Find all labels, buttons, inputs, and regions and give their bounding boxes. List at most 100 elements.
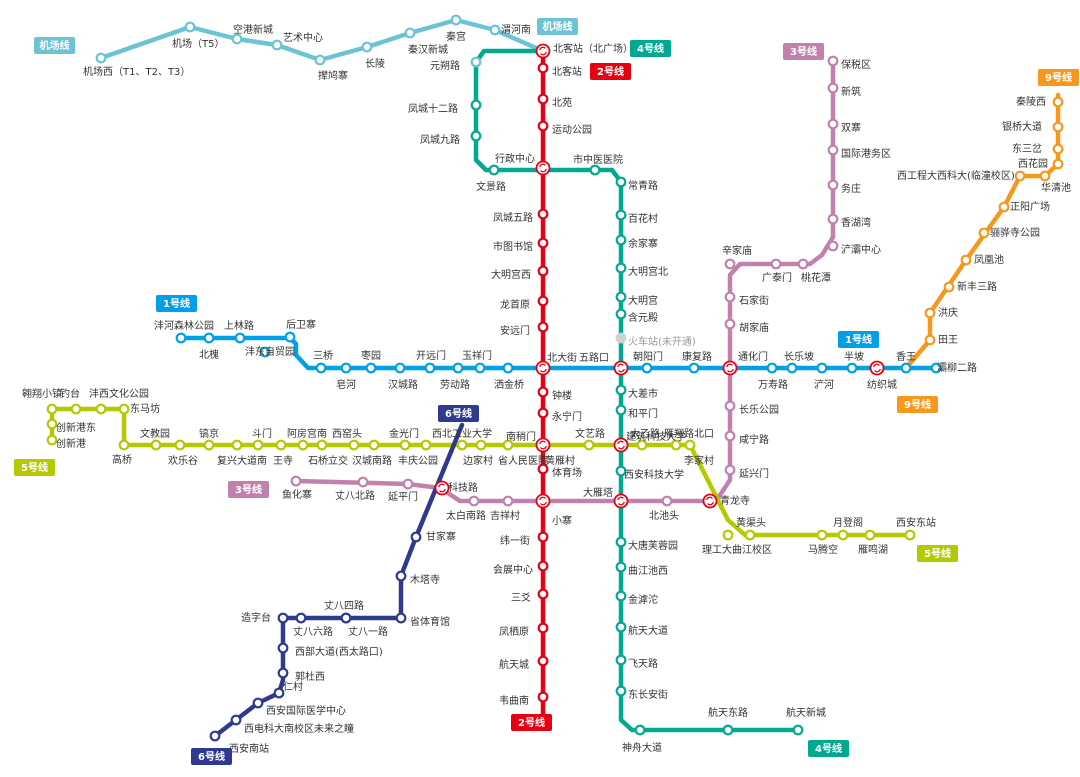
station-marker-l3-xiangshu[interactable] bbox=[827, 213, 839, 225]
station-label-l4-damingguanbei[interactable]: 大明宫北 bbox=[628, 265, 668, 278]
line-badge-l6[interactable]: 6号线 bbox=[191, 748, 232, 765]
station-label-l6-rencun[interactable]: 仁村 bbox=[283, 680, 303, 693]
station-label-l1-chaoyangmen[interactable]: 朝阳门 bbox=[633, 350, 663, 363]
station-label-l4-jinhusi[interactable]: 金滹沱 bbox=[628, 593, 658, 606]
station-marker-l4-dongchang[interactable] bbox=[615, 685, 627, 697]
station-marker-l9-yinqiao[interactable] bbox=[1052, 121, 1064, 133]
station-label-l4-damingguan[interactable]: 大明宫 bbox=[628, 294, 658, 307]
station-label-l5-dongmafang[interactable]: 东马坊 bbox=[130, 402, 160, 415]
station-label-l4-wuluko[interactable]: 五路口 bbox=[579, 351, 609, 364]
station-label-l1-changlepo[interactable]: 长乐坡 bbox=[784, 350, 814, 363]
station-label-l4-changqinglu[interactable]: 常青路 bbox=[628, 179, 658, 192]
station-label-l4-hangtianxincheng[interactable]: 航天新城 bbox=[786, 706, 826, 719]
station-label-l3-shuangzhai[interactable]: 双寨 bbox=[841, 121, 861, 134]
station-marker-l9-xinfengsanlu[interactable] bbox=[943, 281, 955, 293]
station-marker-l1-kangfulu[interactable] bbox=[688, 362, 700, 374]
station-label-l4-dongchang[interactable]: 东长安街 bbox=[628, 688, 668, 701]
station-label-l6-guoji[interactable]: 西安国际医学中心 bbox=[266, 704, 346, 717]
station-label-l3-chanba[interactable]: 浐灞中心 bbox=[841, 243, 881, 256]
station-marker-l3-jixiangcun[interactable] bbox=[502, 495, 514, 507]
station-marker-l5-shengrenmin[interactable] bbox=[502, 439, 514, 451]
station-label-l1-fengdong[interactable]: 沣东自贸园 bbox=[245, 345, 295, 358]
station-label-l4-feitianlu[interactable]: 飞天路 bbox=[628, 657, 658, 670]
station-label-l9-fenghuangchi[interactable]: 凤凰池 bbox=[974, 253, 1004, 266]
station-marker-l6-xibudadao[interactable] bbox=[277, 642, 289, 654]
station-label-l3-hujiamiao[interactable]: 胡家庙 bbox=[739, 321, 769, 334]
station-label-l5-xibeigongye[interactable]: 西北工业大学 bbox=[432, 427, 492, 440]
station-label-l5-fengxi[interactable]: 沣西文化公园 bbox=[89, 387, 149, 400]
station-label-l3-baoshuiqu[interactable]: 保税区 bbox=[841, 58, 871, 71]
station-marker-l6-xiannanzhan[interactable] bbox=[209, 730, 221, 742]
station-marker-l1-houweizhai[interactable] bbox=[284, 331, 296, 343]
station-label-l1-laodonglu[interactable]: 劳动路 bbox=[440, 378, 470, 391]
station-label-l5-huangyancun[interactable]: 黄雁村 bbox=[545, 454, 575, 467]
station-label-l4-shenzhou[interactable]: 神舟大道 bbox=[622, 741, 662, 754]
station-marker-l5-yanminghu[interactable] bbox=[864, 529, 876, 541]
station-label-l1-shanglin[interactable]: 上林路 bbox=[224, 319, 254, 332]
station-label-l6-mutasi[interactable]: 木塔寺 bbox=[410, 573, 440, 586]
station-label-l1-chanhe[interactable]: 浐河 bbox=[814, 378, 834, 391]
station-label-l5-xituotou[interactable]: 西窑头 bbox=[332, 427, 362, 440]
station-label-l5-jinguangmen[interactable]: 金光门 bbox=[389, 427, 419, 440]
station-marker-l3-wuzhuang[interactable] bbox=[827, 179, 839, 191]
station-label-ap-jichang-t5[interactable]: 机场（T5） bbox=[172, 37, 224, 50]
station-marker-l9-dongsanyue[interactable] bbox=[1052, 143, 1064, 155]
station-marker-ap-banpo[interactable] bbox=[314, 54, 326, 66]
station-marker-l6-guoji[interactable] bbox=[252, 697, 264, 709]
station-marker-l1-bacheng[interactable] bbox=[930, 362, 942, 374]
station-marker-l1-laodonglu[interactable] bbox=[452, 362, 464, 374]
station-label-l5-shishilizhao[interactable]: 石桥立交 bbox=[308, 454, 348, 467]
station-label-l3-xinjiamiao[interactable]: 辛家庙 bbox=[722, 244, 752, 257]
station-label-l4-jiaotongdaxue[interactable]: 西安科技大学 bbox=[624, 468, 684, 481]
station-marker-l4-feitianlu[interactable] bbox=[615, 654, 627, 666]
transfer-station-icon[interactable] bbox=[434, 480, 450, 496]
station-label-l3-xiangshu[interactable]: 香湖湾 bbox=[841, 216, 871, 229]
station-marker-l2-anyuanmen[interactable] bbox=[537, 321, 549, 333]
station-label-l2-yongningmen[interactable]: 永宁门 bbox=[552, 410, 582, 423]
station-marker-l5-yuedengge[interactable] bbox=[837, 529, 849, 541]
station-marker-l2-yongningmen[interactable] bbox=[537, 407, 549, 419]
station-label-l1-tonghuamen[interactable]: 通化门 bbox=[738, 350, 768, 363]
station-label-l4-huochezhan[interactable]: 火车站(未开通) bbox=[628, 335, 696, 348]
station-marker-l5-wangsi[interactable] bbox=[275, 439, 287, 451]
station-label-l4-qujiangchi[interactable]: 曲江池西 bbox=[628, 564, 668, 577]
station-marker-ap-yuanshuo[interactable] bbox=[470, 56, 482, 68]
station-marker-l1-banpo[interactable] bbox=[846, 362, 858, 374]
station-marker-l5-wenyilu[interactable] bbox=[583, 439, 595, 451]
station-label-l1-zaohe[interactable]: 皂河 bbox=[336, 378, 356, 391]
station-label-l2-hangtiancheng[interactable]: 航天城 bbox=[499, 658, 529, 671]
station-label-l5-fengqinggongyuan[interactable]: 丰庆公园 bbox=[398, 454, 438, 467]
station-marker-l5-leizhuangkou[interactable] bbox=[816, 529, 828, 541]
station-marker-l1-chanhe[interactable] bbox=[816, 362, 828, 374]
station-label-l3-taohuatan[interactable]: 桃花潭 bbox=[801, 271, 831, 284]
station-marker-l3-yanxingmen[interactable] bbox=[724, 464, 736, 476]
line-badge-l5[interactable]: 5号线 bbox=[917, 545, 958, 562]
station-label-l5-xiandongzhan[interactable]: 西安东站 bbox=[896, 516, 936, 529]
station-marker-l5-fuxingdadao[interactable] bbox=[231, 439, 243, 451]
station-marker-l5-yanxianglu[interactable] bbox=[670, 439, 682, 451]
station-label-l6-wenbaliulu[interactable]: 丈八六路 bbox=[293, 625, 333, 638]
line-badge-l3[interactable]: 3号线 bbox=[783, 43, 824, 60]
transfer-station-icon[interactable] bbox=[535, 360, 551, 376]
station-label-l4-hepingmen[interactable]: 和平门 bbox=[628, 407, 658, 420]
station-marker-l1-zaoyuan[interactable] bbox=[365, 362, 377, 374]
station-label-l3-jixiangcun[interactable]: 吉祥村 bbox=[490, 509, 520, 522]
station-label-l6-xiannanzhan[interactable]: 西安南站 bbox=[229, 742, 269, 755]
station-marker-l4-baihuacun[interactable] bbox=[615, 209, 627, 221]
station-marker-l1-kaiyuanmen[interactable] bbox=[424, 362, 436, 374]
station-label-l3-guangtaimen[interactable]: 广泰门 bbox=[762, 271, 792, 284]
station-marker-l1-sajinqiao[interactable] bbox=[502, 362, 514, 374]
station-marker-l6-zaozicun[interactable] bbox=[277, 612, 289, 624]
station-marker-l2-sanyao[interactable] bbox=[537, 588, 549, 600]
station-label-ap-yishu[interactable]: 艺术中心 bbox=[283, 31, 323, 44]
station-label-l2-yundong[interactable]: 运动公园 bbox=[552, 124, 592, 136]
station-marker-l9-tianwang[interactable] bbox=[924, 334, 936, 346]
station-marker-l1-shanglin[interactable] bbox=[234, 332, 246, 344]
station-label-l9-xiquanyuan[interactable]: 西花园 bbox=[1018, 157, 1048, 170]
station-label-l5-wenyilu[interactable]: 文艺路 bbox=[575, 427, 605, 440]
station-label-l5-wangsi[interactable]: 王寺 bbox=[273, 455, 293, 467]
station-marker-l6-xidian[interactable] bbox=[230, 714, 242, 726]
station-marker-l5-huangqutou[interactable] bbox=[744, 529, 756, 541]
station-marker-l5-chuangxingang[interactable] bbox=[46, 434, 58, 446]
station-marker-l2-tiyuchang[interactable] bbox=[537, 463, 549, 475]
